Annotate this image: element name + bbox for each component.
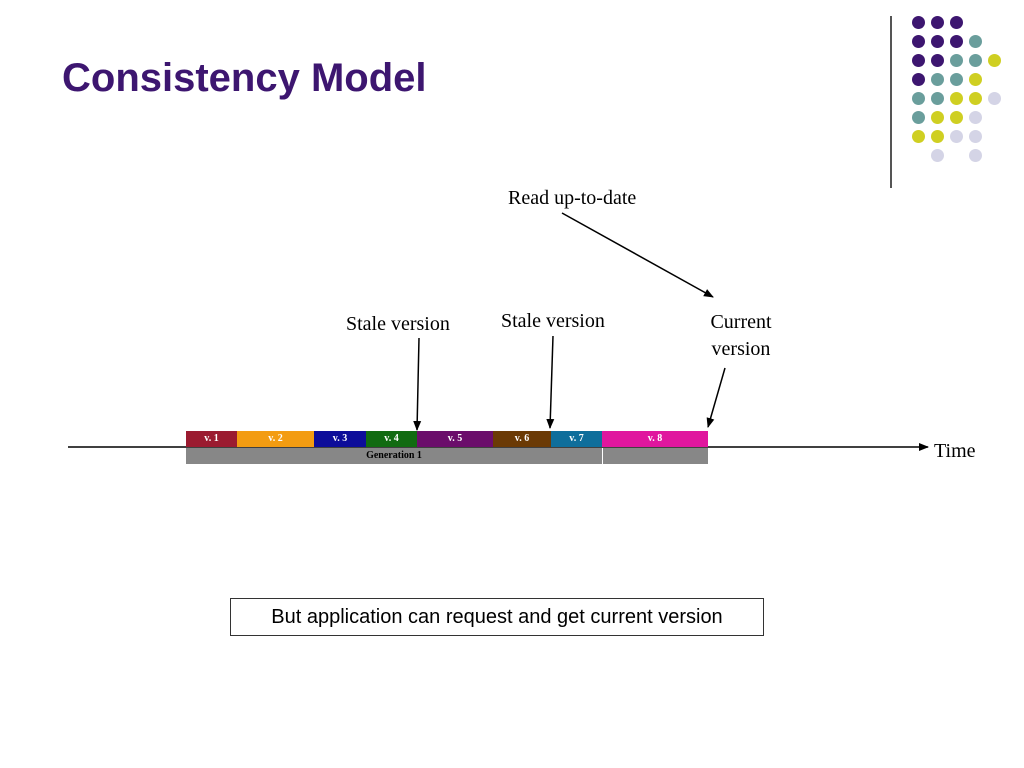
version-segment-2: v. 2 [237,431,314,447]
stale-version-label: Stale version [346,313,450,335]
decor-dot [950,92,963,105]
decor-dot [931,16,944,29]
decor-dot [912,130,925,143]
decor-dot [969,111,982,124]
generation-divider [602,448,603,464]
decor-dot [912,111,925,124]
note-box: But application can request and get curr… [230,598,764,636]
decor-dot [950,54,963,67]
read-up-to-date-label: Read up-to-date [508,187,637,209]
decor-dot [931,73,944,86]
decor-dot [950,111,963,124]
decor-dot [988,54,1001,67]
stale-version-label: Stale version [501,310,605,332]
decor-dot [969,35,982,48]
decor-dot [988,92,1001,105]
current-version-label: Current version [700,309,782,363]
decor-dot [950,16,963,29]
decor-dot [912,73,925,86]
current-version-label-line: Current [710,311,772,333]
decor-dot [950,35,963,48]
decor-dot [969,54,982,67]
version-segment-5: v. 5 [417,431,493,447]
decor-dot [912,92,925,105]
version-segment-1: v. 1 [186,431,237,447]
current-version-arrow [706,367,726,428]
decor-dot [931,130,944,143]
read-up-to-date-arrow [561,212,714,298]
decor-dot [931,54,944,67]
decor-dot [912,35,925,48]
decor-dot [969,149,982,162]
decor-dot [931,149,944,162]
decor-dot [912,16,925,29]
decor-dot [969,130,982,143]
version-segment-4: v. 4 [366,431,417,447]
time-axis-label: Time [934,440,976,462]
decor-dot [969,73,982,86]
decor-dot [950,73,963,86]
generation-label: Generation 1 [366,450,422,461]
decor-dot [931,92,944,105]
version-segment-6: v. 6 [493,431,551,447]
stale-version-2-arrow [546,335,555,429]
decor-dot [950,130,963,143]
decorative-dot-pattern [0,0,1024,200]
slide-title: Consistency Model [62,56,427,100]
decor-dot [912,54,925,67]
decor-dot [931,35,944,48]
stale-version-1-arrow [413,337,422,431]
generation-bar: Generation 1 [186,448,708,464]
version-segment-3: v. 3 [314,431,366,447]
version-segment-8: v. 8 [602,431,708,447]
version-segment-7: v. 7 [551,431,602,447]
decorative-divider [890,16,892,188]
decor-dot [969,92,982,105]
current-version-label-line: version [711,338,771,360]
decor-dot [931,111,944,124]
